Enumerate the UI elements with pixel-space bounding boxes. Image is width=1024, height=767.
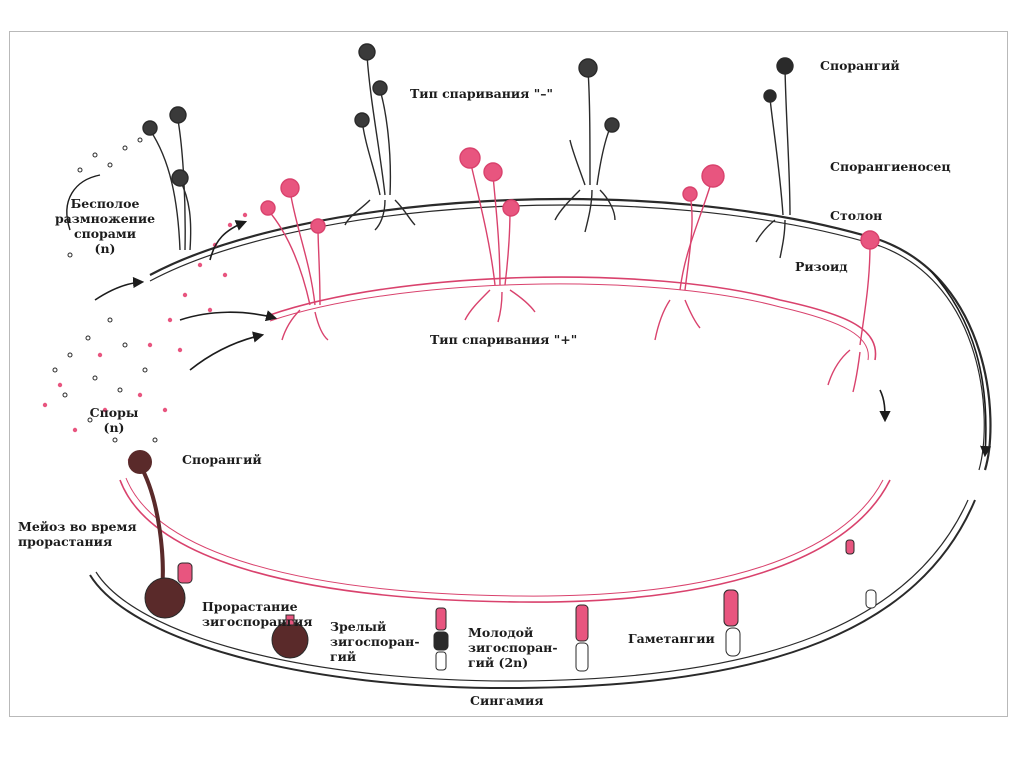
arrow-asexual-loop <box>66 174 101 231</box>
plus-sporangiophore-2 <box>459 147 536 323</box>
plus-bottom-ring <box>119 479 891 603</box>
label-asexual-line-3: спорами <box>73 226 137 241</box>
germinating-sporangium <box>128 450 186 619</box>
minus-sporangiophore-1 <box>344 43 416 231</box>
minus-sporangiophore-3 <box>755 57 794 259</box>
label-young-zygosporangium: Молодой зигоспоран- гий (2n) <box>468 625 558 670</box>
label-young-line-1: Молодой <box>468 625 534 640</box>
arrow-stolon-down <box>209 220 248 261</box>
label-mature-line-1: Зрелый <box>330 619 387 634</box>
label-mature-line-2: зигоспоран- <box>330 634 420 649</box>
arrow-spores-to-plus-2 <box>189 331 265 371</box>
label-gametangia: Гаметангии <box>628 631 715 646</box>
label-asexual-line-4: (n) <box>94 241 116 256</box>
label-rhizoid: Ризоид <box>795 259 848 274</box>
outer-stolon-ring-inner <box>149 204 985 471</box>
outer-bottom-ring-inner <box>95 499 969 682</box>
label-sporangium-top: Спорангий <box>820 58 900 73</box>
label-mating-minus: Тип спаривания "–" <box>410 86 554 101</box>
arrow-right-inner <box>879 389 891 423</box>
label-spores: Споры (n) <box>84 405 144 435</box>
label-spores-line-1: Споры <box>89 405 139 420</box>
spores-cloud <box>52 137 158 443</box>
label-spores-line-2: (n) <box>103 420 125 435</box>
plus-sporangiophore-3 <box>654 164 725 341</box>
label-mating-plus: Тип спаривания "+" <box>430 332 578 347</box>
asexual-sporangiophores <box>142 106 192 251</box>
zygosporangia-row <box>177 539 877 672</box>
label-stolon: Столон <box>830 208 883 223</box>
label-asexual-reproduction: Бесполое размножение спорами (n) <box>40 196 170 256</box>
plus-sporangiophore-1 <box>260 178 329 341</box>
outer-bottom-ring <box>89 499 976 690</box>
label-meiosis-line-2: прорастания <box>18 534 113 549</box>
label-germination-line-2: зигоспорангия <box>202 614 313 629</box>
arrow-spores-to-minus <box>94 276 145 301</box>
label-young-line-3: гий (2n) <box>468 655 529 670</box>
label-germination-line-1: Прорастание <box>202 599 298 614</box>
label-meiosis-line-1: Мейоз во время <box>18 519 137 534</box>
label-germination: Прорастание зигоспорангия <box>202 599 313 629</box>
label-sporangiophore: Спорангиеносец <box>830 159 951 174</box>
label-asexual-line-2: размножение <box>54 211 156 226</box>
label-mature-zygosporangium: Зрелый зигоспоран- гий <box>330 619 420 664</box>
plus-mycelium-ring-inner <box>269 283 869 361</box>
arrow-spores-to-plus <box>179 310 278 322</box>
minus-sporangiophore-2 <box>554 58 620 233</box>
label-asexual-line-1: Бесполое <box>70 196 140 211</box>
label-young-line-2: зигоспоран- <box>468 640 558 655</box>
plus-mycelium-ring <box>269 276 877 361</box>
label-meiosis: Мейоз во время прорастания <box>18 519 137 549</box>
arrow-right-outer <box>929 269 992 458</box>
label-syngamy: Сингамия <box>470 693 544 708</box>
outer-stolon-ring <box>149 197 992 471</box>
label-sporangium-bottom: Спорангий <box>182 452 262 467</box>
plus-bottom-ring-inner <box>125 477 884 597</box>
label-mature-line-3: гий <box>330 649 357 664</box>
plus-sporangiophore-4 <box>827 230 880 393</box>
